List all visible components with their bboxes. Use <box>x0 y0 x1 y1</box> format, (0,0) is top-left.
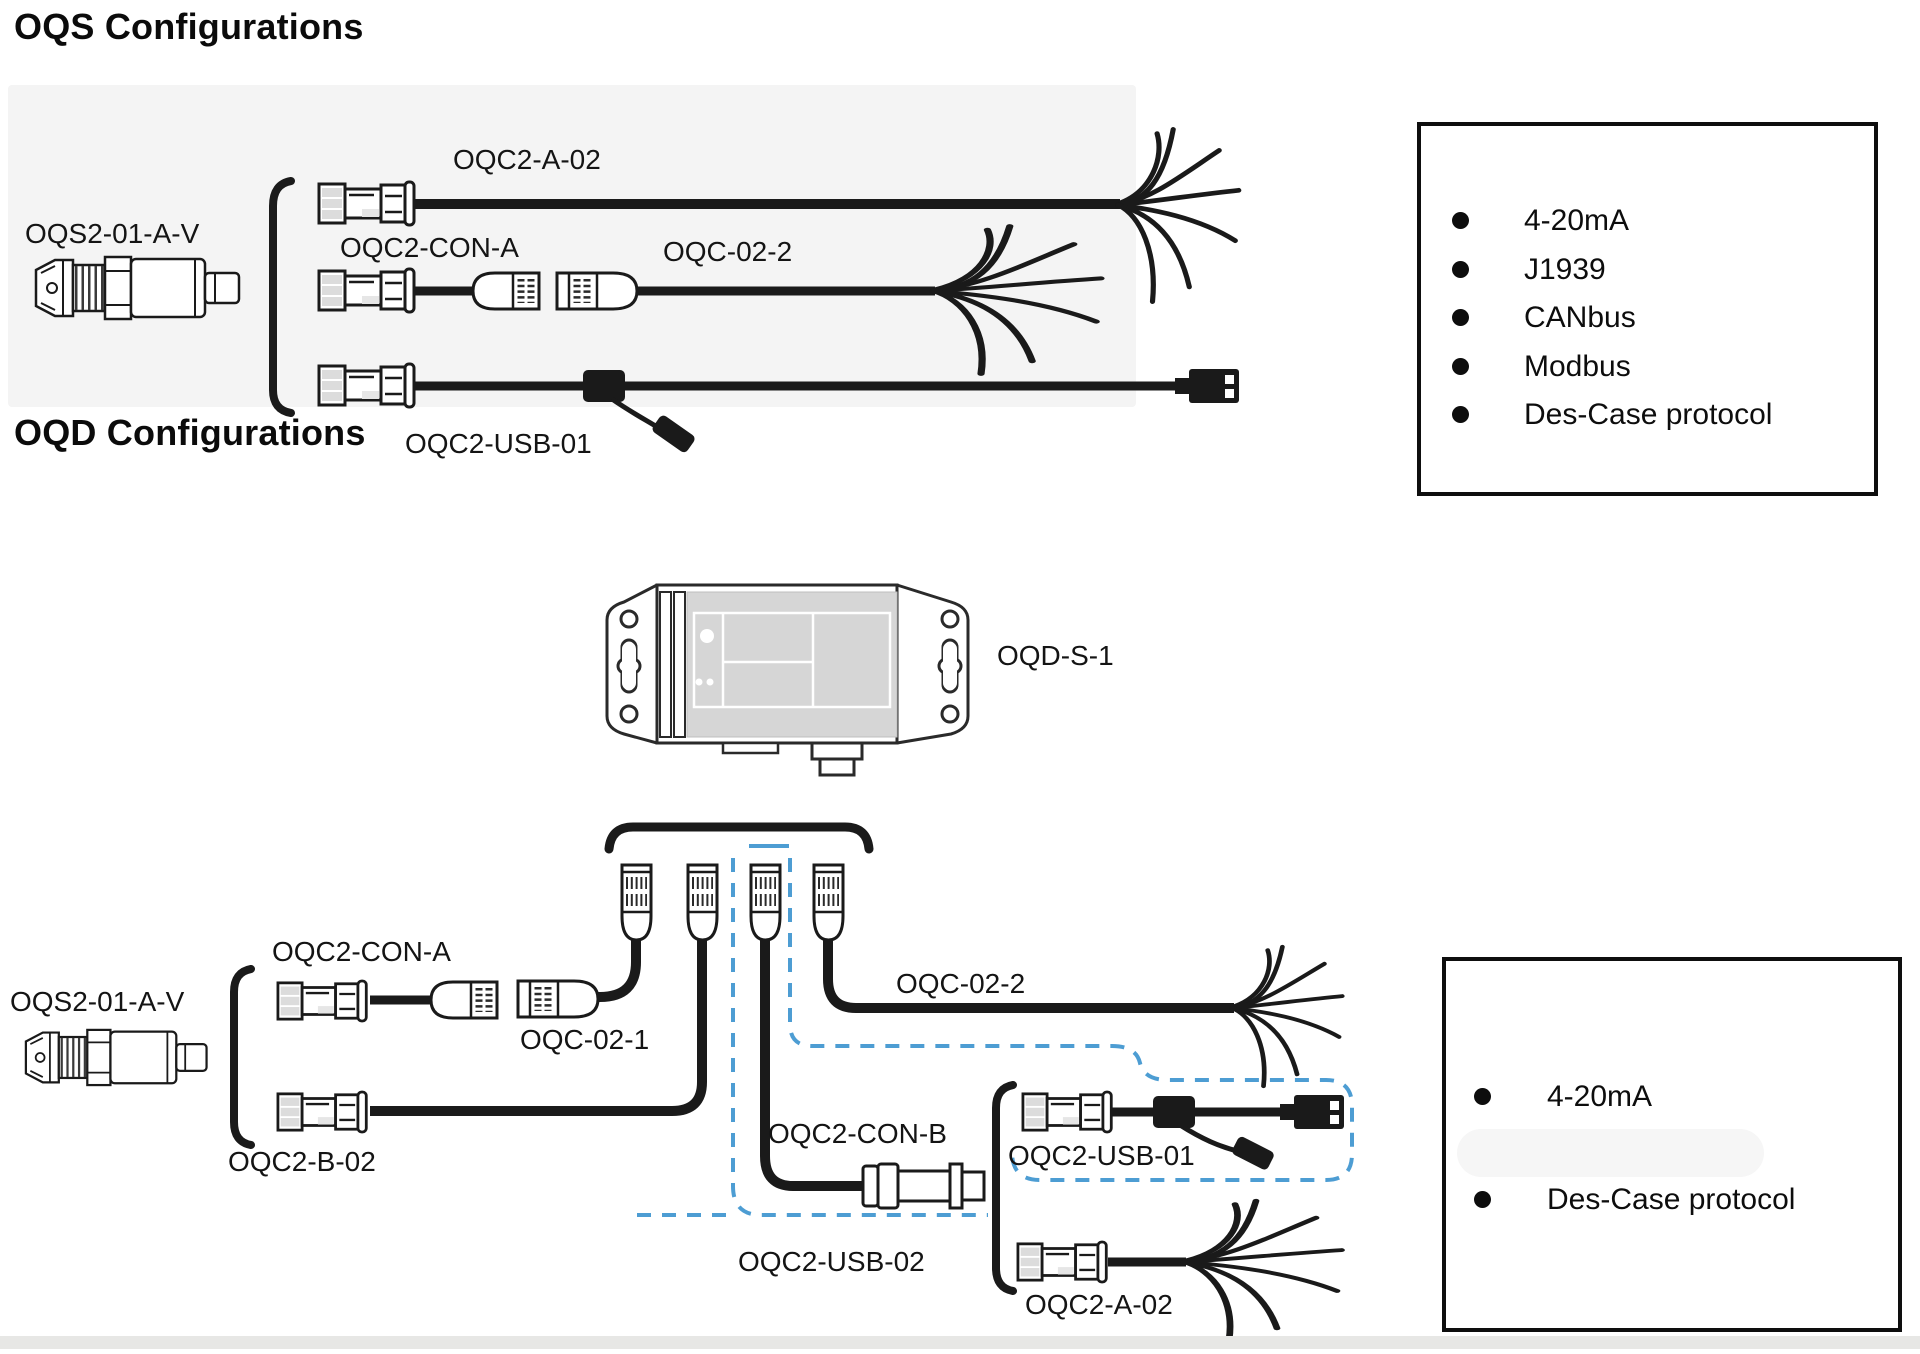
list-item: Des-Case protocol <box>1421 397 1874 446</box>
oqd-cable-oqc2-con-a <box>276 981 598 1023</box>
oqd-protocol-box: 4-20mA Des-Case protocol <box>1442 957 1902 1332</box>
usb-plug-icon <box>1280 1095 1344 1129</box>
oqd-sensor-bracket <box>230 965 255 1149</box>
oqs-section-title: OQS Configurations <box>14 6 364 47</box>
label-oqd-oqc-02-1: OQC-02-1 <box>520 1024 650 1055</box>
label-oqd-oqc2-b-02: OQC2-B-02 <box>228 1146 376 1177</box>
label-oqs-oqc2-con-a: OQC2-CON-A <box>340 232 519 263</box>
label-oqd-oqc2-con-b: OQC2-CON-B <box>768 1118 947 1149</box>
label-oqs-sensor: OQS2-01-A-V <box>25 218 200 249</box>
bottom-edge-strip <box>0 1336 1920 1349</box>
oqd-sensor-drawing <box>26 1030 207 1085</box>
oqs-protocol-list: 4-20mA J1939 CANbus Modbus Des-Case prot… <box>1421 126 1874 446</box>
list-item: 4-20mA <box>1421 203 1874 252</box>
oqd-hub-bracket <box>604 822 874 854</box>
oqs-sensor-drawing <box>36 257 239 319</box>
label-oqs-oqc2-usb-01: OQC2-USB-01 <box>405 428 592 459</box>
oqd-cable-oqc2-a-02 <box>1016 1201 1342 1340</box>
oqs-diagram-panel <box>8 85 1136 407</box>
label-oqd-oqc2-con-a: OQC2-CON-A <box>272 936 451 967</box>
oqc-02-2-fray <box>1232 947 1342 1086</box>
oqs-cable-oqc2-a-02 <box>317 129 1239 301</box>
erased-text-blob <box>1457 1129 1764 1177</box>
oqd-section-title: OQD Configurations <box>14 412 366 453</box>
label-oqd-oqc2-usb-02: OQC2-USB-02 <box>738 1246 925 1277</box>
label-oqd-oqc-02-2: OQC-02-2 <box>896 968 1026 999</box>
oqd-usb-bracket <box>992 1081 1017 1295</box>
label-oqs-oqc-02-2: OQC-02-2 <box>663 236 793 267</box>
ferrite-bead <box>583 370 625 402</box>
oqd-cables <box>370 940 1234 1191</box>
oqs-cable-oqc2-con-a <box>317 226 1101 374</box>
oqd-connector-oqc2-b-02 <box>276 1090 368 1134</box>
list-item: 4-20mA <box>1473 1080 1653 1113</box>
list-item: J1939 <box>1421 252 1874 301</box>
usb-plug-icon <box>1175 369 1239 403</box>
oqd-hub-plugs <box>622 865 843 940</box>
list-item: Modbus <box>1421 349 1874 398</box>
label-oqd-sensor: OQS2-01-A-V <box>10 986 185 1017</box>
oqd-s-1-device <box>605 583 970 777</box>
list-item: CANbus <box>1421 300 1874 349</box>
list-item: Des-Case protocol <box>1473 1183 1796 1216</box>
label-oqd-s-1: OQD-S-1 <box>997 640 1114 671</box>
label-oqd-oqc2-a-02: OQC2-A-02 <box>1025 1289 1173 1320</box>
oqs-protocol-box: 4-20mA J1939 CANbus Modbus Des-Case prot… <box>1417 122 1878 496</box>
label-oqs-oqc2-a-02: OQC2-A-02 <box>453 144 601 175</box>
oqd-cable-oqc2-usb-01 <box>1021 1090 1344 1170</box>
oqs-cable-oqc2-usb-01 <box>317 362 1239 453</box>
label-oqd-oqc2-usb-01: OQC2-USB-01 <box>1008 1140 1195 1171</box>
dashed-group-outline <box>637 844 1354 1217</box>
oqd-connector-oqc2-con-b <box>861 1162 986 1210</box>
oqs-bracket <box>269 177 295 417</box>
